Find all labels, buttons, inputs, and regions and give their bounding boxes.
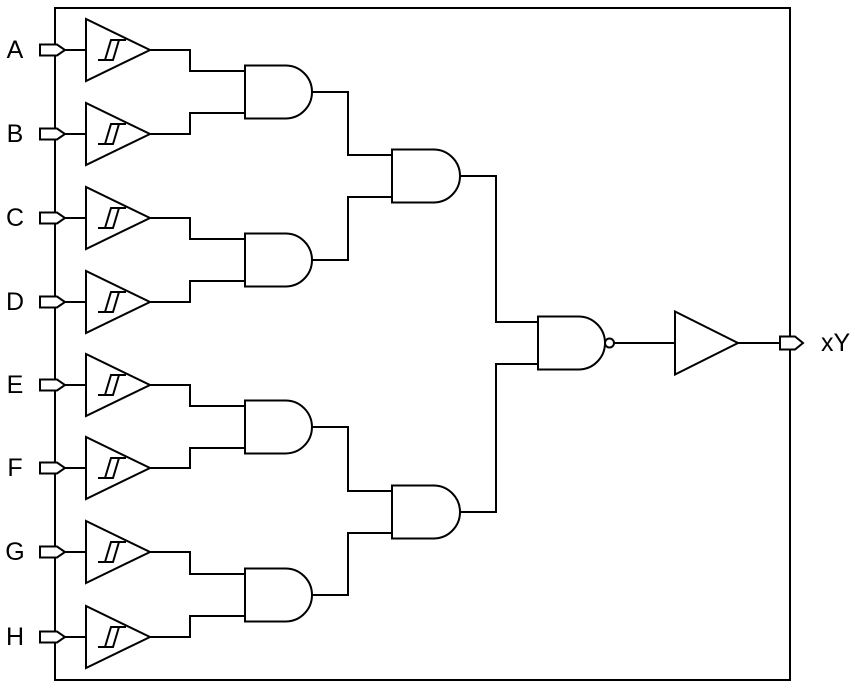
wire-buf-D-and-cd [150,280,245,303]
hysteresis-icon [98,291,126,313]
schmitt-buffer-d [85,269,153,335]
wire-and-abcd-nand-final [460,175,538,323]
wire-buf-F-and-ef [150,447,245,469]
input-pin-d [39,295,67,309]
wire-and-ab-and-abcd [312,91,392,156]
input-label-c: C [6,204,24,232]
input-label-b: B [7,120,24,148]
schmitt-buffer-h [85,604,153,670]
wire-and-efgh-nand-final [460,363,538,513]
gate-and-abcd [391,148,461,204]
gate-and-efgh [391,484,461,540]
wire-buf-B-and-ab [150,112,245,135]
schmitt-buffer-f [85,435,153,501]
wire-and-ef-and-efgh [312,426,392,492]
gate-nand-final [537,315,606,371]
schmitt-buffer-e [85,352,153,418]
schmitt-buffer-g [85,519,153,585]
hysteresis-icon [98,626,126,648]
input-pin-c [39,211,67,225]
hysteresis-icon [98,207,126,229]
schmitt-buffer-a [85,17,153,83]
wire-and-cd-and-abcd [312,196,392,261]
input-pin-g [39,545,67,559]
output-pin-xy [779,335,805,351]
input-pin-h [39,630,67,644]
gate-and-ef [244,399,313,455]
schmitt-buffer-c [85,185,153,251]
input-pin-f [39,461,67,475]
wire-buf-G-and-gh [150,551,245,575]
inverter-bubble-nand-final [604,337,615,349]
wire-buf-C-and-cd [150,217,245,240]
input-pin-e [39,378,67,392]
output-label: xY [821,329,851,357]
wire-buf-A-and-ab [150,49,245,72]
gate-and-gh [244,567,313,623]
gate-and-ab [244,64,313,120]
input-label-d: D [6,288,24,316]
hysteresis-icon [98,541,126,563]
hysteresis-icon [98,123,126,145]
wire-buf-H-and-gh [150,615,245,638]
hysteresis-icon [98,457,126,479]
hysteresis-icon [98,39,126,61]
hysteresis-icon [98,374,126,396]
gate-and-cd [244,232,313,288]
wire-and-gh-and-efgh [312,532,392,596]
wire-buf-E-and-ef [150,384,245,407]
gate-output-buffer [674,309,741,377]
input-label-h: H [6,623,24,651]
input-label-a: A [7,36,24,64]
input-pin-b [39,127,67,141]
input-pin-a [39,43,67,57]
schmitt-buffer-b [85,101,153,167]
input-label-f: F [7,454,22,482]
input-label-g: G [5,538,24,566]
input-label-e: E [7,371,24,399]
